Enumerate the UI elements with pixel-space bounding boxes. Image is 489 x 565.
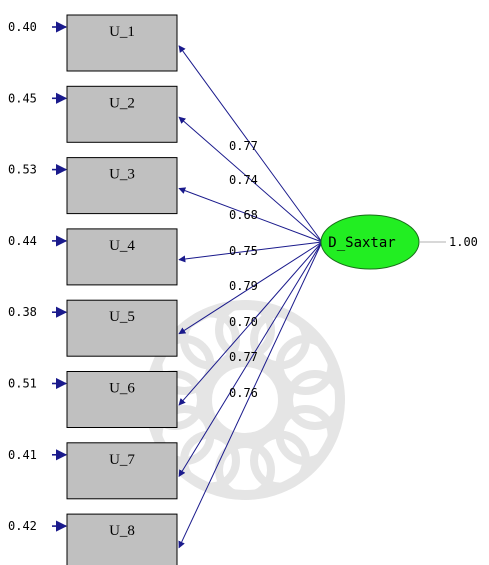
indicator-label-2: U_2: [109, 95, 135, 111]
indicator-6[interactable]: U_6: [66, 371, 178, 428]
error-variance-5: 0.38: [8, 305, 37, 319]
error-variance-3: 0.53: [8, 163, 37, 177]
error-variance-1: 0.40: [8, 20, 37, 34]
error-variance-7: 0.41: [8, 448, 37, 462]
indicator-3[interactable]: U_3: [66, 157, 178, 215]
loading-path-3[interactable]: [178, 187, 323, 243]
indicator-4[interactable]: U_4: [66, 228, 178, 286]
loading-path-6[interactable]: [178, 241, 323, 406]
loading-label-1: 0.77: [229, 139, 258, 153]
error-variance-2: 0.45: [8, 91, 37, 105]
loading-label-3: 0.68: [229, 208, 258, 222]
indicator-box-2[interactable]: [66, 85, 178, 143]
indicator-label-8: U_8: [109, 523, 135, 539]
error-variance-8: 0.42: [8, 519, 37, 533]
indicator-5[interactable]: U_5: [66, 299, 178, 357]
indicator-7[interactable]: U_7: [66, 442, 178, 500]
indicator-boxes: U_1U_2U_3U_4U_5U_6U_7U_8: [66, 14, 178, 565]
indicator-box-4[interactable]: [66, 228, 178, 286]
watermark-petal: [215, 300, 275, 360]
latent-label: D_Saxtar: [328, 235, 395, 251]
indicator-8[interactable]: U_8: [66, 513, 178, 565]
indicator-label-5: U_5: [109, 309, 135, 325]
indicator-label-6: U_6: [109, 381, 135, 397]
watermark-petal: [275, 335, 336, 395]
indicator-box-3[interactable]: [66, 157, 178, 215]
indicator-label-3: U_3: [109, 167, 135, 183]
loading-label-5: 0.79: [229, 279, 258, 293]
indicator-label-7: U_7: [109, 452, 135, 468]
indicator-box-7[interactable]: [66, 442, 178, 500]
loading-label-2: 0.74: [229, 173, 258, 187]
indicator-label-4: U_4: [109, 238, 135, 254]
loading-paths: [178, 45, 323, 549]
loading-path-7[interactable]: [178, 241, 323, 477]
watermark-petal: [215, 440, 275, 500]
watermark-emblem: [145, 300, 345, 500]
indicator-box-5[interactable]: [66, 299, 178, 357]
loading-path-2[interactable]: [178, 116, 323, 243]
loading-path-1[interactable]: [178, 45, 323, 243]
loading-path-5[interactable]: [178, 241, 323, 335]
latent-variable[interactable]: D_Saxtar: [320, 214, 420, 270]
loading-path-8[interactable]: [178, 241, 323, 549]
watermark-petal: [154, 405, 215, 465]
latent-variance-label: 1.00: [449, 235, 478, 249]
error-arrows: 0.40 0.45 0.53 0.44 0.38 0.51 0.41 0.42: [8, 20, 68, 533]
error-variance-6: 0.51: [8, 377, 37, 391]
latent-ellipse[interactable]: [320, 214, 420, 270]
loading-path-4[interactable]: [178, 241, 323, 263]
indicator-box-8[interactable]: [66, 513, 178, 565]
indicator-1[interactable]: U_1: [66, 14, 178, 72]
indicator-label-1: U_1: [109, 24, 135, 40]
watermark-petal: [285, 370, 345, 430]
error-variance-4: 0.44: [8, 234, 37, 248]
loading-label-4: 0.75: [229, 244, 258, 258]
loading-label-6: 0.70: [229, 315, 258, 329]
loading-label-8: 0.76: [229, 386, 258, 400]
indicator-box-1[interactable]: [66, 14, 178, 72]
indicator-2[interactable]: U_2: [66, 85, 178, 143]
indicator-box-6[interactable]: [66, 371, 178, 428]
loading-labels: 0.77 0.74 0.68 0.75 0.79 0.70 0.77 0.76: [229, 139, 258, 400]
watermark-petal: [250, 430, 310, 491]
loading-label-7: 0.77: [229, 350, 258, 364]
